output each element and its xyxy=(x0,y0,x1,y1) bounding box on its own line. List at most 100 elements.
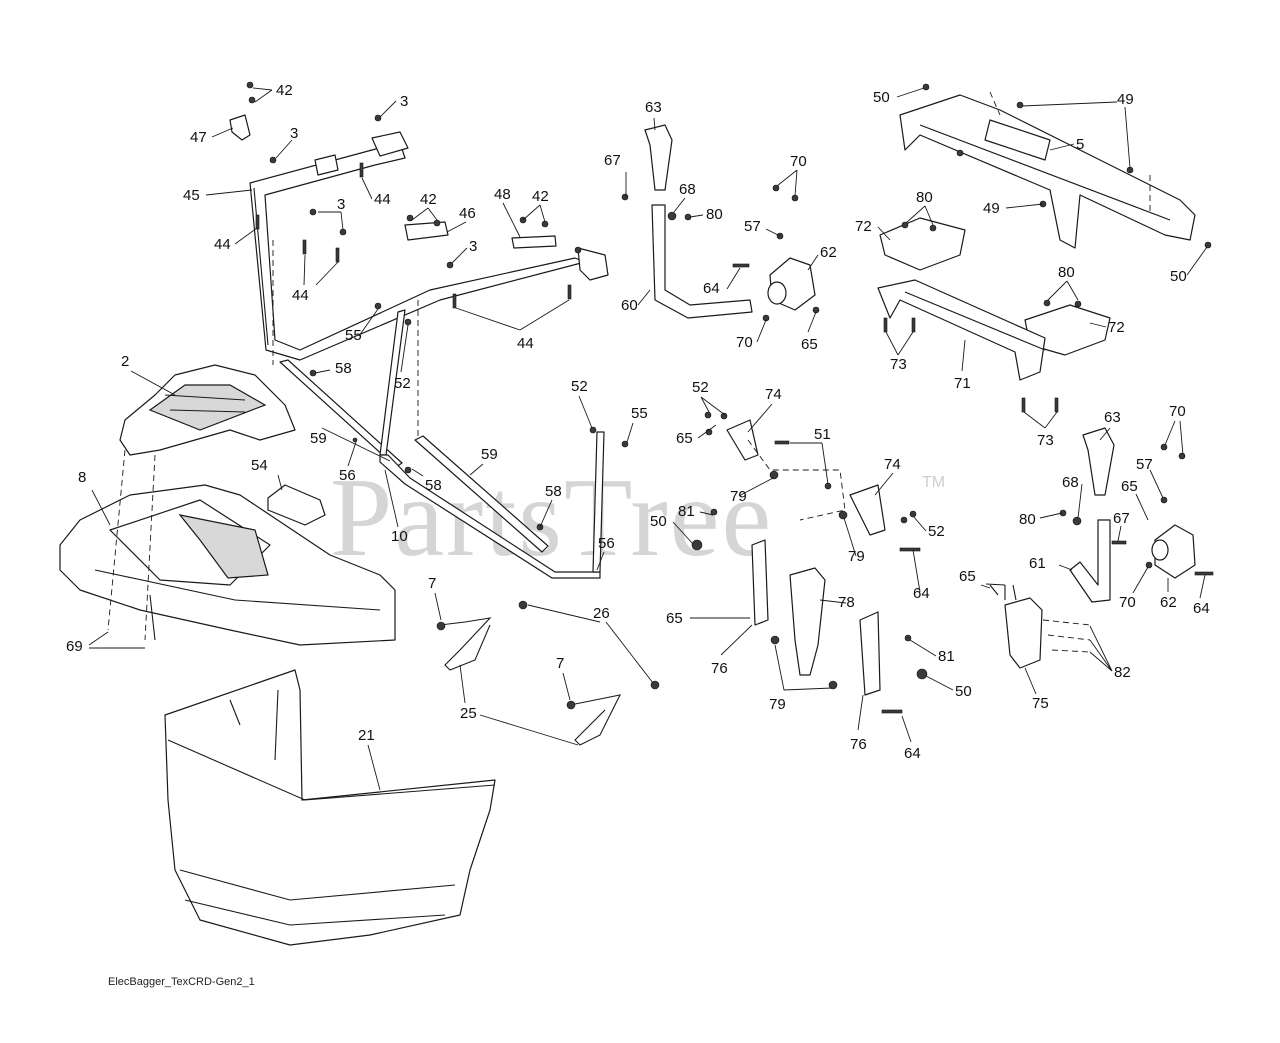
callout-label: 56 xyxy=(339,467,356,484)
callout-label: 69 xyxy=(66,638,83,655)
callout-label: 5 xyxy=(1076,136,1084,153)
watermark-trademark: TM xyxy=(922,474,945,491)
callout-label: 3 xyxy=(337,196,345,213)
callout-label: 25 xyxy=(460,705,477,722)
callout-label: 42 xyxy=(276,82,293,99)
callout-label: 56 xyxy=(598,535,615,552)
callout-label: 55 xyxy=(345,327,362,344)
callout-label: 48 xyxy=(494,186,511,203)
callout-label: 7 xyxy=(428,575,436,592)
callout-label: 59 xyxy=(310,430,327,447)
callout-label: 2 xyxy=(121,353,129,370)
linkage-rods xyxy=(279,302,629,579)
callout-label: 50 xyxy=(650,513,667,530)
callout-label: 26 xyxy=(593,605,610,622)
callout-label: 74 xyxy=(884,456,901,473)
callout-label: 64 xyxy=(904,745,921,762)
callout-label: 76 xyxy=(711,660,728,677)
callout-label: 46 xyxy=(459,205,476,222)
callout-label: 59 xyxy=(481,446,498,463)
callout-label: 63 xyxy=(645,99,662,116)
leader-lines xyxy=(88,87,1208,791)
callout-label: 81 xyxy=(678,503,695,520)
callout-label: 80 xyxy=(1019,511,1036,528)
callout-label: 71 xyxy=(954,375,971,392)
callout-label: 64 xyxy=(703,280,720,297)
callout-label: 67 xyxy=(1113,510,1130,527)
callout-label: 49 xyxy=(1117,91,1134,108)
callout-label: 45 xyxy=(183,187,200,204)
callout-label: 78 xyxy=(838,594,855,611)
handle-part-54 xyxy=(267,484,326,526)
callout-label: 44 xyxy=(517,335,534,352)
callout-label: 74 xyxy=(765,386,782,403)
callout-label: 7 xyxy=(556,655,564,672)
callout-label: 42 xyxy=(532,188,549,205)
shaft-assembly-71 xyxy=(877,217,1111,413)
callout-label: 57 xyxy=(744,218,761,235)
callout-label: 64 xyxy=(913,585,930,602)
callout-label: 79 xyxy=(730,488,747,505)
lift-arms-center xyxy=(691,411,928,714)
callout-label: 58 xyxy=(425,477,442,494)
callout-label: 50 xyxy=(873,89,890,106)
callout-label: 75 xyxy=(1032,695,1049,712)
callout-label: 79 xyxy=(769,696,786,713)
callout-label: 72 xyxy=(1108,319,1125,336)
callout-label: 65 xyxy=(959,568,976,585)
bagger-lid xyxy=(119,364,296,456)
callout-label: 64 xyxy=(1193,600,1210,617)
callout-label: 52 xyxy=(571,378,588,395)
callout-label: 80 xyxy=(1058,264,1075,281)
callout-label: 73 xyxy=(1037,432,1054,449)
callout-label: 51 xyxy=(814,426,831,443)
bagger-cover xyxy=(59,449,396,646)
callout-label: 73 xyxy=(890,356,907,373)
callout-label: 60 xyxy=(621,297,638,314)
callout-label: 50 xyxy=(1170,268,1187,285)
callout-label: 70 xyxy=(1169,403,1186,420)
callout-label: 54 xyxy=(251,457,268,474)
callout-label: 55 xyxy=(631,405,648,422)
callout-label: 65 xyxy=(1121,478,1138,495)
callout-label: 62 xyxy=(1160,594,1177,611)
callout-label: 81 xyxy=(938,648,955,665)
callout-label: 21 xyxy=(358,727,375,744)
callout-label: 65 xyxy=(666,610,683,627)
callout-label: 65 xyxy=(676,430,693,447)
callout-label: 44 xyxy=(214,236,231,253)
callout-label: 52 xyxy=(928,523,945,540)
callout-label: 68 xyxy=(679,181,696,198)
diagram-code: ElecBagger_TexCRD-Gen2_1 xyxy=(108,976,255,988)
callout-label: 3 xyxy=(469,238,477,255)
callout-label: 44 xyxy=(374,191,391,208)
callout-label: 50 xyxy=(955,683,972,700)
springs xyxy=(436,600,660,746)
callout-label: 58 xyxy=(545,483,562,500)
callout-label: 57 xyxy=(1136,456,1153,473)
callout-label: 68 xyxy=(1062,474,1079,491)
callout-label: 70 xyxy=(1119,594,1136,611)
callout-label: 79 xyxy=(848,548,865,565)
callout-label: 80 xyxy=(916,189,933,206)
lift-handle-right xyxy=(989,427,1214,669)
callout-label: 76 xyxy=(850,736,867,753)
callout-label: 65 xyxy=(801,336,818,353)
callout-label: 52 xyxy=(692,379,709,396)
callout-label: 3 xyxy=(290,125,298,142)
mount-bracket-5 xyxy=(899,83,1212,249)
callout-label: 47 xyxy=(190,129,207,146)
callout-label: 72 xyxy=(855,218,872,235)
callout-label: 70 xyxy=(790,153,807,170)
lift-handle-upper xyxy=(621,124,820,322)
callout-label: 42 xyxy=(420,191,437,208)
grass-bag xyxy=(164,669,496,946)
callout-label: 10 xyxy=(391,528,408,545)
callout-label: 63 xyxy=(1104,409,1121,426)
handle-frame-assembly xyxy=(229,81,609,440)
callout-label: 58 xyxy=(335,360,352,377)
callout-label: 3 xyxy=(400,93,408,110)
callout-label: 82 xyxy=(1114,664,1131,681)
callout-label: 70 xyxy=(736,334,753,351)
